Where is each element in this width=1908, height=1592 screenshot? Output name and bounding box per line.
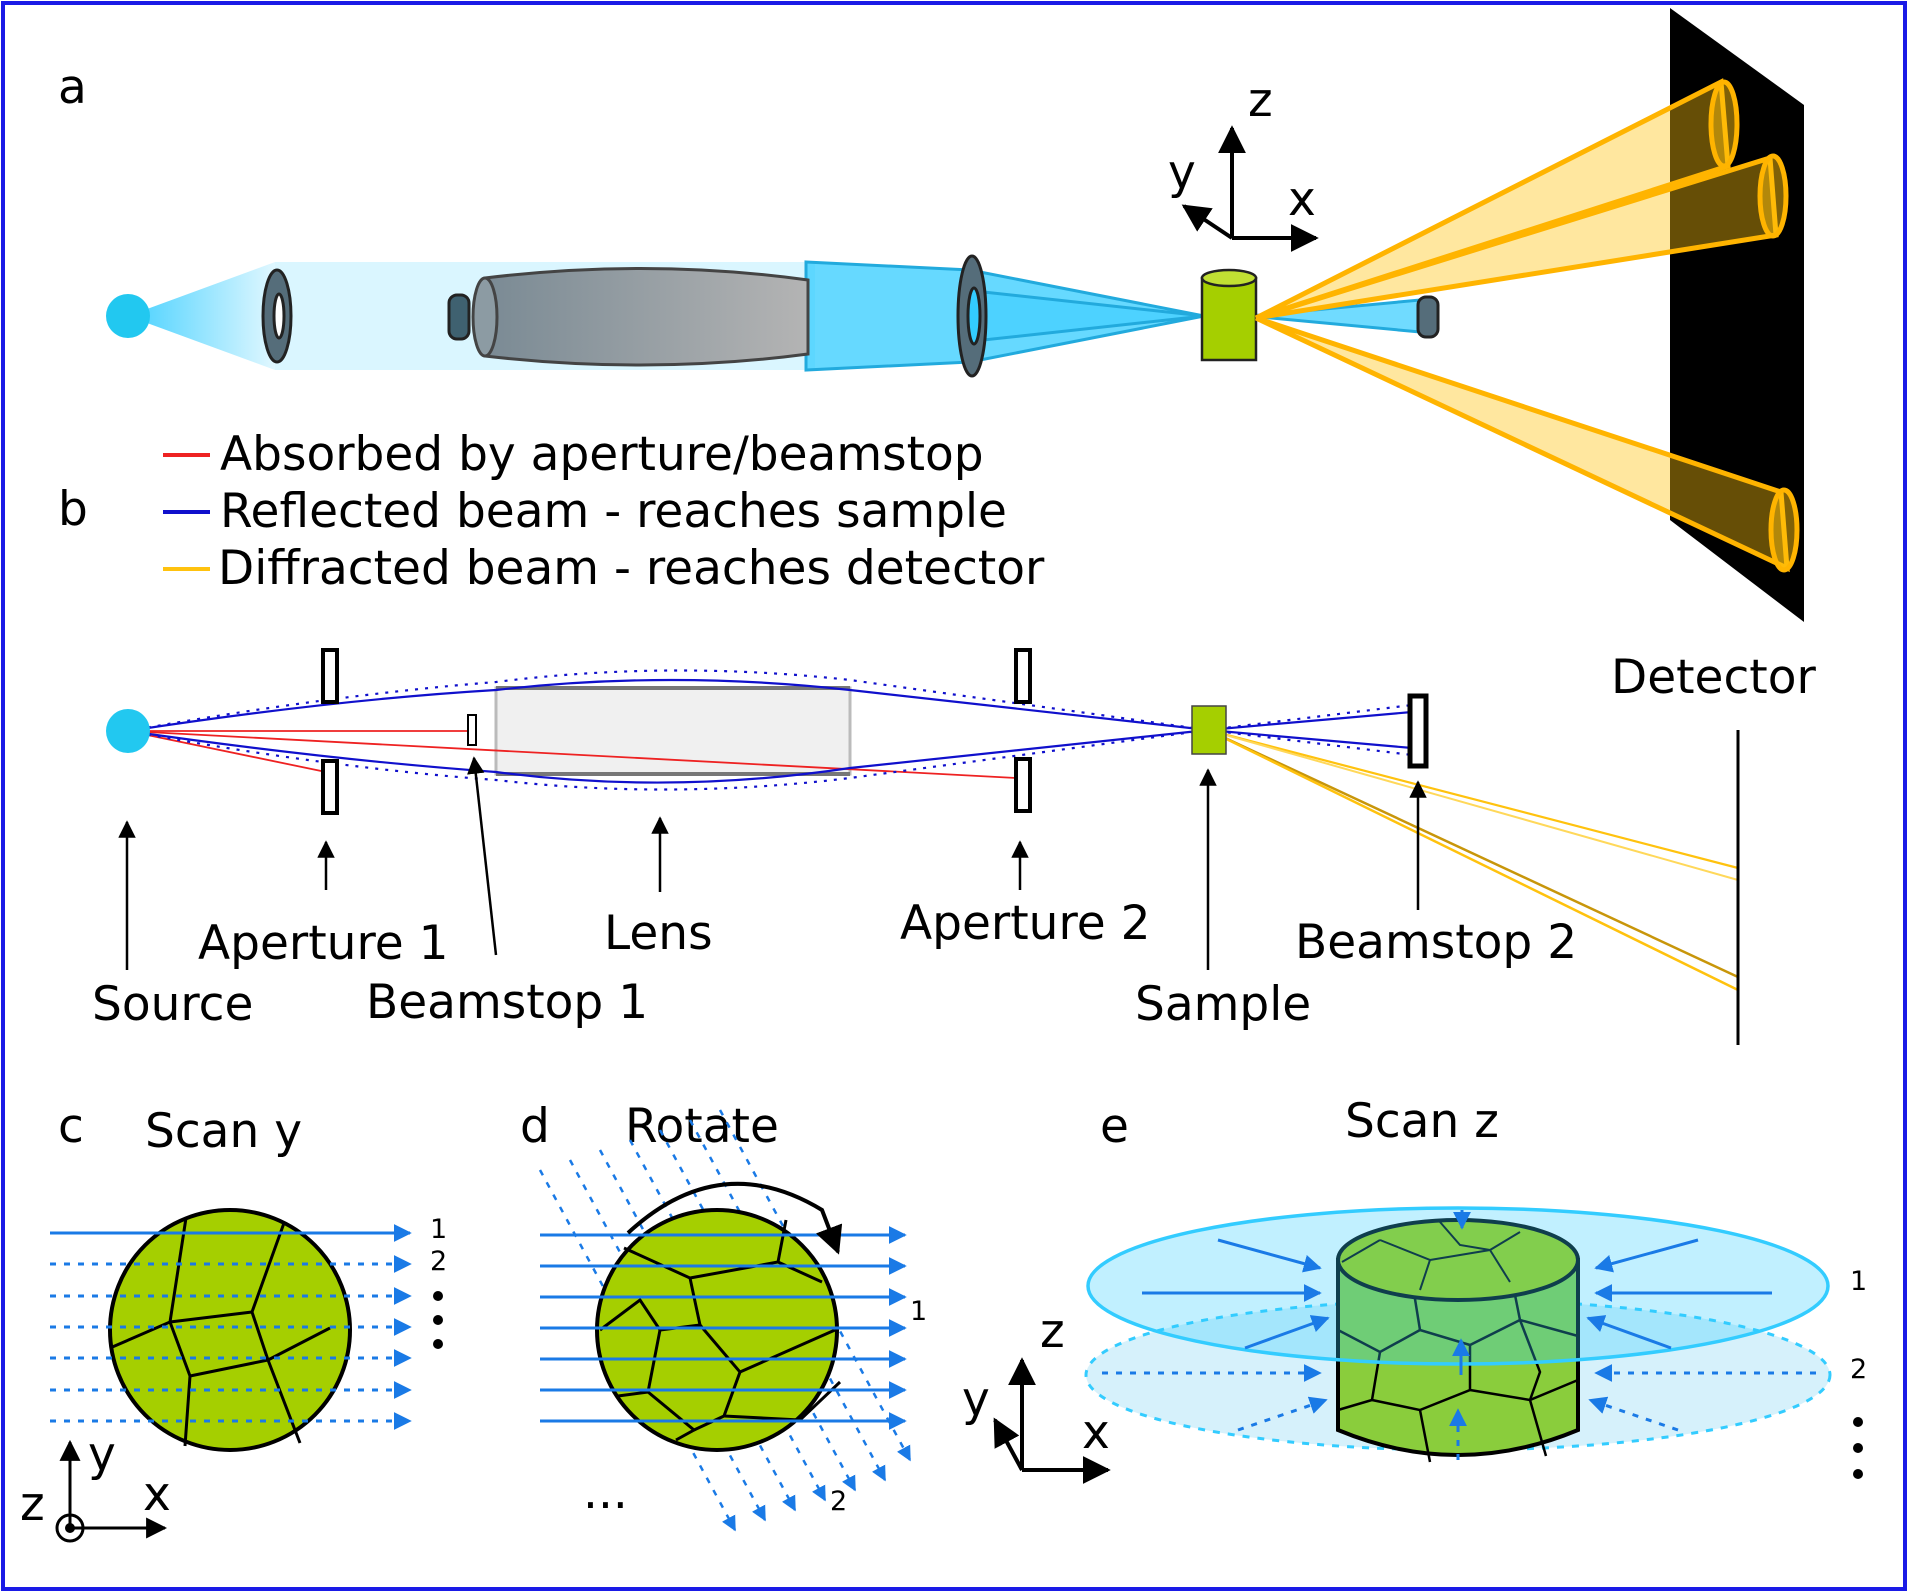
sample-block xyxy=(1191,705,1227,755)
reflected-rays xyxy=(127,669,1413,791)
scan-d-number-1: 1 xyxy=(910,1296,927,1327)
lens-outline xyxy=(494,686,852,776)
label-beamstop1: Beamstop 1 xyxy=(366,975,648,1030)
label-aperture2: Aperture 2 xyxy=(900,896,1151,951)
label-aperture1: Aperture 1 xyxy=(198,916,449,971)
label-beamstop2: Beamstop 2 xyxy=(1295,915,1577,970)
beamstop1-cylinder xyxy=(447,293,471,341)
scan-e-number-2: 2 xyxy=(1850,1354,1867,1385)
sample-cylinder xyxy=(1200,276,1258,362)
scan-e-number-1: 1 xyxy=(1850,1266,1867,1297)
axis-e-x: x xyxy=(1082,1405,1110,1460)
axes-panel-a xyxy=(1181,125,1319,252)
label-source: Source xyxy=(92,977,253,1032)
aperture1-bottom xyxy=(321,759,339,815)
panel-label-e: e xyxy=(1100,1099,1129,1154)
scan-lines-d xyxy=(540,1226,907,1430)
scan-d-number-2: 2 xyxy=(830,1486,847,1517)
lens-body xyxy=(483,266,810,367)
diffracted-rays xyxy=(1207,728,1739,992)
axis-c-x: x xyxy=(143,1467,171,1522)
legend-text-reflected: Reflected beam - reaches sample xyxy=(220,484,1007,539)
axis-c-z: z xyxy=(20,1477,45,1532)
incident-beam-cone xyxy=(128,262,275,370)
legend-text-absorbed: Absorbed by aperture/beamstop xyxy=(220,427,984,482)
panel-label-d: d xyxy=(520,1099,550,1154)
absorbed-rays xyxy=(127,730,1017,779)
aperture1-top xyxy=(321,648,339,704)
scan-c-number-1: 1 xyxy=(430,1214,447,1245)
scan-d-ellipsis: ... xyxy=(583,1465,628,1520)
aperture2-bottom xyxy=(1014,757,1032,813)
panel-title-d: Rotate xyxy=(625,1099,779,1154)
radial-arrows-plane-2 xyxy=(1102,1364,1816,1460)
radial-arrows-plane-1 xyxy=(1142,1210,1772,1375)
axis-label-z: z xyxy=(1248,73,1273,128)
axis-e-y: y xyxy=(962,1372,990,1427)
axis-label-y: y xyxy=(1168,145,1196,200)
scan-e-ellipsis xyxy=(1853,1417,1863,1479)
label-sample: Sample xyxy=(1135,977,1311,1032)
beamstop2-cylinder xyxy=(1416,295,1440,339)
panel-label-b: b xyxy=(58,482,88,537)
beamstop2-block xyxy=(1407,693,1429,769)
axis-c-y: y xyxy=(88,1427,116,1482)
axes-panel-c xyxy=(55,1439,168,1543)
beamstop1-block xyxy=(467,714,477,746)
source-dot-b xyxy=(106,709,150,753)
detector-label: Detector xyxy=(1611,650,1816,705)
scan-plane-1 xyxy=(1086,1206,1830,1366)
aperture2-top xyxy=(1014,648,1032,704)
scan-c-ellipsis xyxy=(433,1291,443,1349)
grain-disk-d xyxy=(595,1208,842,1452)
panel-title-e: Scan z xyxy=(1345,1094,1499,1149)
axis-e-z: z xyxy=(1040,1304,1065,1359)
axis-label-x: x xyxy=(1288,172,1316,227)
panel-title-c: Scan y xyxy=(145,1104,302,1159)
grain-disk-c xyxy=(108,1208,352,1452)
rotation-arrow xyxy=(626,1181,843,1255)
panel-label-c: c xyxy=(58,1099,84,1154)
scan-lines-c xyxy=(50,1224,412,1430)
scan-c-number-2: 2 xyxy=(430,1246,447,1277)
axes-panel-e xyxy=(993,1357,1111,1484)
legend: Absorbed by aperture/beamstop Reflected … xyxy=(163,427,1045,596)
panel-label-a: a xyxy=(58,60,87,115)
source-dot xyxy=(106,294,150,338)
label-arrows xyxy=(118,756,1427,970)
label-lens: Lens xyxy=(604,906,713,961)
legend-text-diffracted: Diffracted beam - reaches detector xyxy=(218,541,1045,596)
